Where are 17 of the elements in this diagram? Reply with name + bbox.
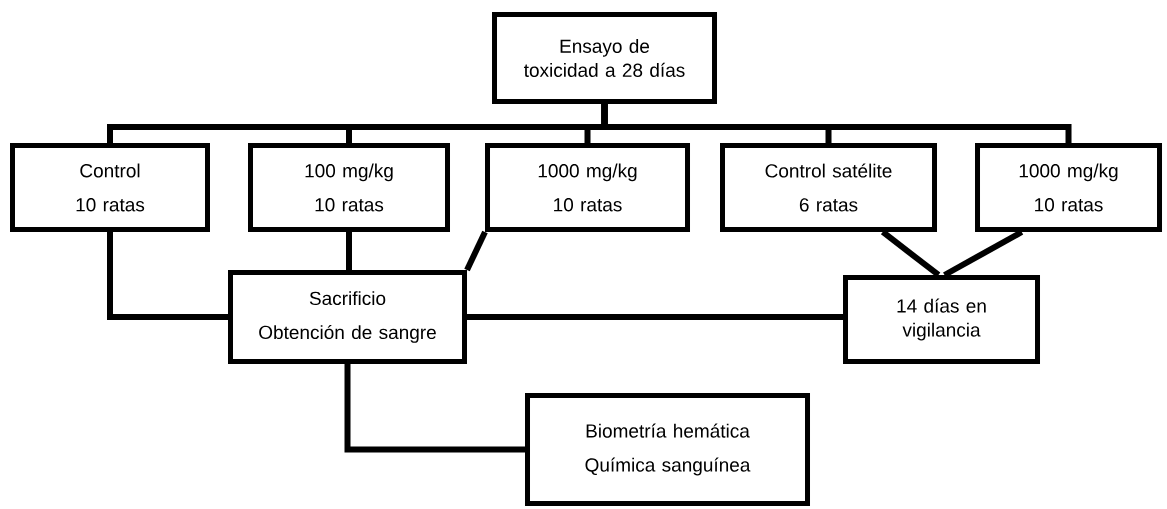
process-box: Control 10 ratas (10, 143, 210, 232)
connector-line (601, 104, 1072, 143)
process-box: Sacrificio Obtención de sangre (228, 270, 467, 364)
connector-line (467, 314, 843, 320)
connector-line (943, 229, 1024, 278)
connector-line (346, 232, 352, 270)
process-box: 1000 mg/kg 10 ratas (485, 143, 690, 232)
process-box: Control satélite 6 ratas (720, 143, 937, 232)
process-box: 100 mg/kg 10 ratas (248, 143, 450, 232)
process-box: Biometría hemática Química sanguínea (525, 393, 810, 506)
connector-line (880, 229, 941, 278)
process-box: 1000 mg/kg 10 ratas (975, 143, 1162, 232)
connector-line (464, 230, 488, 272)
connector-line (344, 364, 525, 453)
connector-line (107, 232, 228, 320)
process-box: Ensayo de toxicidad a 28 días (492, 12, 717, 104)
process-box: 14 días en vigilancia (843, 275, 1040, 364)
